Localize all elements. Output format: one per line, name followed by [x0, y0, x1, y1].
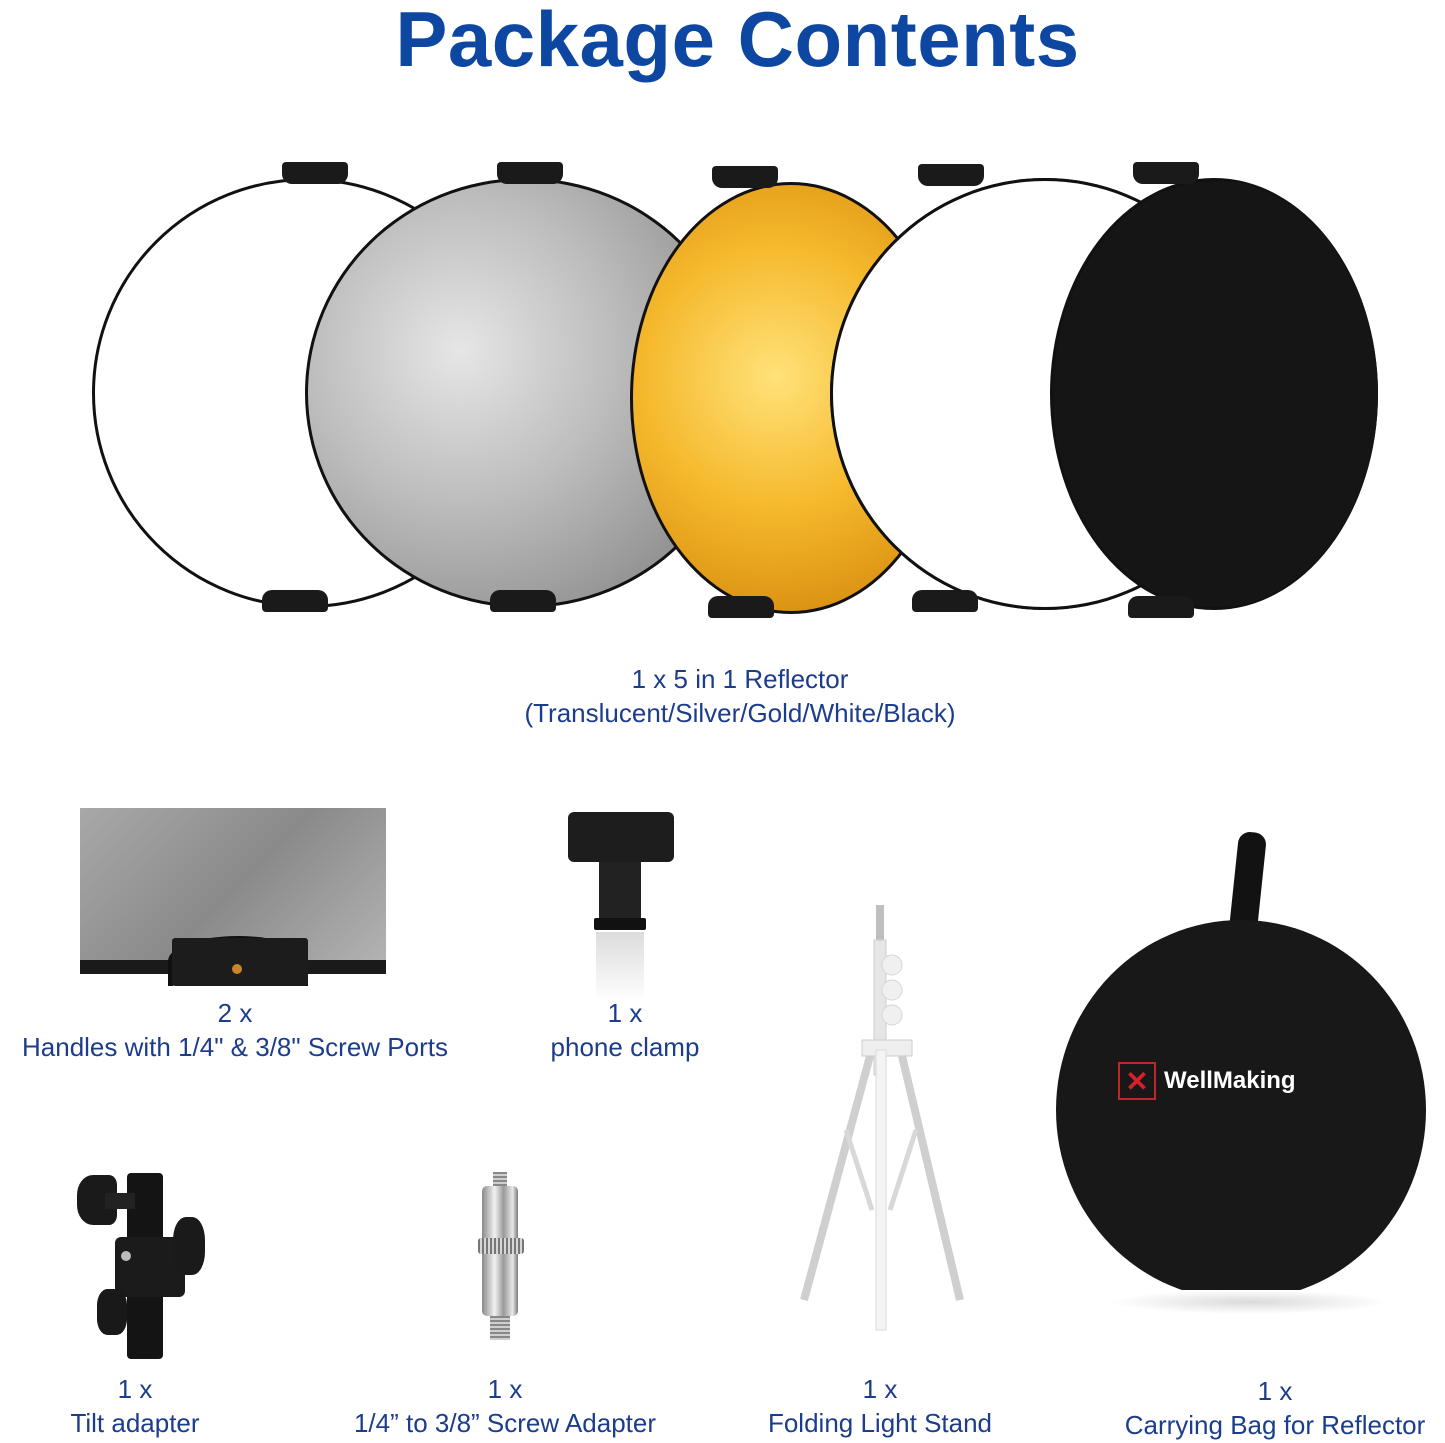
- item-caption-handles: 2 x Handles with 1/4" & 3/8" Screw Ports: [22, 998, 448, 1062]
- handle-icon: [262, 590, 328, 612]
- light-stand-image: [800, 905, 964, 1331]
- handle-icon: [1133, 162, 1199, 184]
- handle-icon: [712, 166, 778, 188]
- tilt-adapter-image: [75, 1165, 205, 1365]
- item-caption-tilt-adapter: 1 x Tilt adapter: [70, 1374, 200, 1438]
- brand-name: WellMaking: [1164, 1067, 1296, 1094]
- item-caption-phone-clamp: 1 x phone clamp: [550, 998, 700, 1062]
- reflector-illustration: [0, 150, 1445, 630]
- phone-clamp-image: [566, 812, 676, 1002]
- screw-adapter-image: [478, 1172, 524, 1342]
- item-caption-light-stand: 1 x Folding Light Stand: [767, 1374, 993, 1438]
- handle-icon: [497, 162, 563, 184]
- handle-icon: [708, 596, 774, 618]
- brand-logo-icon: ✕: [1118, 1062, 1156, 1100]
- item-caption-screw-adapter: 1 x 1/4” to 3/8” Screw Adapter: [353, 1374, 657, 1438]
- handle-icon: [912, 590, 978, 612]
- reflector-caption: 1 x 5 in 1 Reflector (Translucent/Silver…: [440, 662, 1040, 730]
- page-title: Package Contents: [395, 0, 1080, 83]
- reflector-surfaces: (Translucent/Silver/Gold/White/Black): [524, 698, 956, 728]
- handle-icon: [282, 162, 348, 184]
- handle-icon: [1128, 596, 1194, 618]
- item-caption-carrying-bag: 1 x Carrying Bag for Reflector: [1124, 1376, 1426, 1440]
- carrying-bag-image: ✕ WellMaking: [1050, 830, 1430, 1320]
- reflector-qty: 1 x 5 in 1 Reflector: [631, 664, 849, 694]
- handle-icon: [918, 164, 984, 186]
- handles-image: [80, 808, 386, 986]
- handle-icon: [490, 590, 556, 612]
